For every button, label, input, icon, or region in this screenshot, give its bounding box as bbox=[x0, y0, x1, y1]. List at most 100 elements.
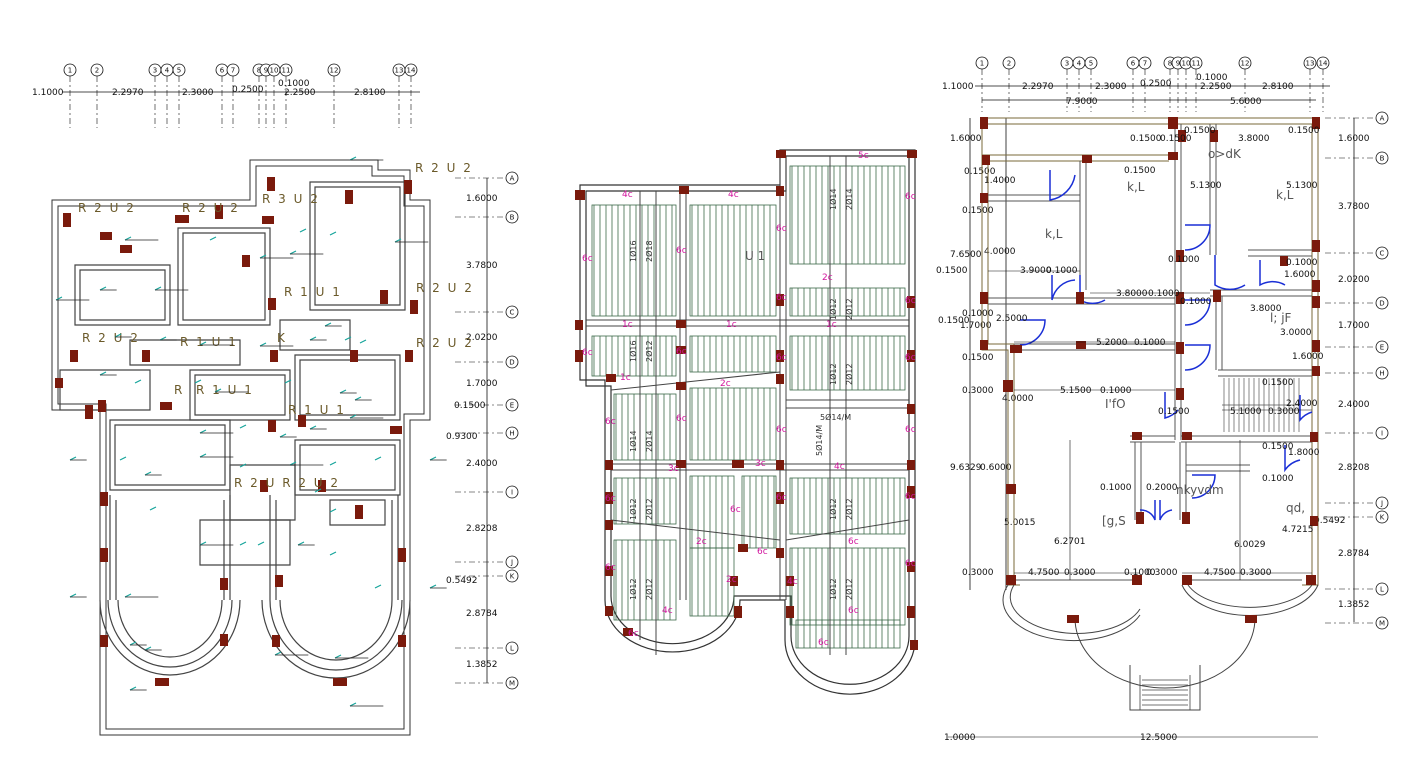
dim-label: 4.7215 bbox=[1282, 525, 1314, 535]
column bbox=[1178, 130, 1186, 142]
slab-label: 2c bbox=[696, 537, 707, 547]
dim-label: 4.7500 bbox=[1028, 568, 1060, 578]
section-marker bbox=[354, 396, 362, 401]
dim-label: 0.3000 bbox=[1146, 568, 1178, 578]
dim-label: 2.3000 bbox=[182, 88, 214, 98]
dim-label: 0.1000 bbox=[1286, 258, 1318, 268]
column bbox=[1280, 256, 1288, 266]
column bbox=[1132, 575, 1142, 585]
dim-label: 1.8000 bbox=[1288, 448, 1320, 458]
right-columns bbox=[980, 117, 1320, 623]
rebar-label: 2Ø12 bbox=[644, 578, 654, 600]
column bbox=[262, 216, 274, 224]
dim-label: 0.2500 bbox=[1140, 79, 1172, 89]
column bbox=[98, 400, 106, 412]
slab-label: 6c bbox=[905, 492, 916, 502]
section-marker bbox=[239, 463, 247, 468]
column bbox=[350, 350, 358, 362]
column bbox=[55, 378, 63, 388]
column bbox=[786, 606, 794, 618]
footing-label: R 2 U 2 bbox=[82, 331, 140, 345]
grid-bubble bbox=[1375, 496, 1389, 510]
footing-label: R 2 U 2 bbox=[416, 281, 474, 295]
section-marker bbox=[297, 541, 305, 546]
section-marker bbox=[314, 488, 322, 493]
slab-panel bbox=[795, 619, 901, 649]
room-label: k,L bbox=[1276, 188, 1294, 202]
column bbox=[1067, 615, 1079, 623]
grid-bubble bbox=[505, 398, 519, 412]
slab-panel bbox=[789, 335, 906, 391]
column bbox=[776, 150, 786, 158]
column bbox=[732, 460, 744, 468]
dim-label: 0.1500 bbox=[938, 316, 970, 326]
room-label: k,L bbox=[1045, 227, 1063, 241]
grid-bubble bbox=[1375, 426, 1389, 440]
column bbox=[980, 340, 988, 350]
column bbox=[155, 678, 169, 686]
grid-bubble-label: 12 bbox=[1241, 60, 1250, 68]
column bbox=[776, 460, 784, 470]
rebar-label: 2Ø14 bbox=[844, 188, 854, 210]
slab-label: 6c bbox=[730, 505, 741, 515]
column bbox=[100, 492, 108, 506]
column bbox=[1003, 380, 1013, 392]
slab-panel bbox=[591, 335, 677, 377]
dim-label: 1.7000 bbox=[466, 379, 498, 389]
column bbox=[676, 460, 686, 468]
left-interior-walls bbox=[59, 181, 406, 566]
dim-label: 6.2701 bbox=[1054, 537, 1086, 547]
column bbox=[605, 520, 613, 530]
section-marker bbox=[199, 541, 207, 546]
column bbox=[70, 350, 78, 362]
grid-bubble-label: D bbox=[1379, 300, 1384, 308]
column bbox=[605, 566, 613, 576]
grid-bubble-label: 5 bbox=[1089, 60, 1093, 68]
dim-label: 1.1000 bbox=[942, 82, 974, 92]
column bbox=[786, 576, 794, 586]
column bbox=[1136, 512, 1144, 524]
right-top-dimension-lines bbox=[975, 85, 1330, 101]
section-marker bbox=[69, 593, 77, 598]
rebar-label: 2Ø12 bbox=[644, 340, 654, 362]
dim-label: 5.1500 bbox=[1060, 386, 1092, 396]
grid-bubble-label: 6 bbox=[1131, 60, 1136, 68]
column bbox=[776, 492, 784, 504]
grid-bubble bbox=[505, 676, 519, 690]
grid-bubble-label: I bbox=[1381, 430, 1383, 438]
column bbox=[982, 155, 990, 165]
dim-label: 2.0200 bbox=[1338, 275, 1370, 285]
slab-label: 6c bbox=[676, 414, 687, 424]
beam-label: 5Ø14/M bbox=[820, 412, 851, 422]
slab-label: 6c bbox=[905, 192, 916, 202]
column bbox=[907, 296, 915, 308]
room-label: o>dK bbox=[1208, 147, 1242, 161]
dim-label: 6.0029 bbox=[1234, 540, 1266, 550]
column bbox=[272, 635, 280, 647]
dim-label: 0.1000 bbox=[1100, 386, 1132, 396]
section-marker bbox=[214, 388, 222, 393]
slab-label: 6c bbox=[582, 348, 593, 358]
section-marker bbox=[349, 702, 357, 707]
middle-columns bbox=[575, 150, 918, 650]
dim-label: 1.6000 bbox=[1338, 134, 1370, 144]
grid-bubble-label: A bbox=[1380, 115, 1385, 123]
grid-bubble-label: 8 bbox=[257, 67, 261, 75]
column bbox=[1213, 290, 1221, 302]
right-entrance-steps bbox=[1139, 675, 1191, 710]
slab-label: 2c bbox=[720, 379, 731, 389]
rebar-label: 2Ø12 bbox=[844, 298, 854, 320]
column bbox=[776, 374, 784, 384]
column bbox=[1076, 341, 1086, 349]
section-marker bbox=[339, 389, 347, 394]
rebar-label: 1Ø12 bbox=[628, 498, 638, 520]
rebar-label: 2Ø14 bbox=[644, 430, 654, 452]
left-section-markers bbox=[55, 156, 447, 707]
column bbox=[355, 505, 363, 519]
slab-label: 6c bbox=[905, 559, 916, 569]
slab-label: 6c bbox=[605, 494, 616, 504]
dim-label: 3.0000 bbox=[1280, 328, 1312, 338]
column bbox=[270, 350, 278, 362]
